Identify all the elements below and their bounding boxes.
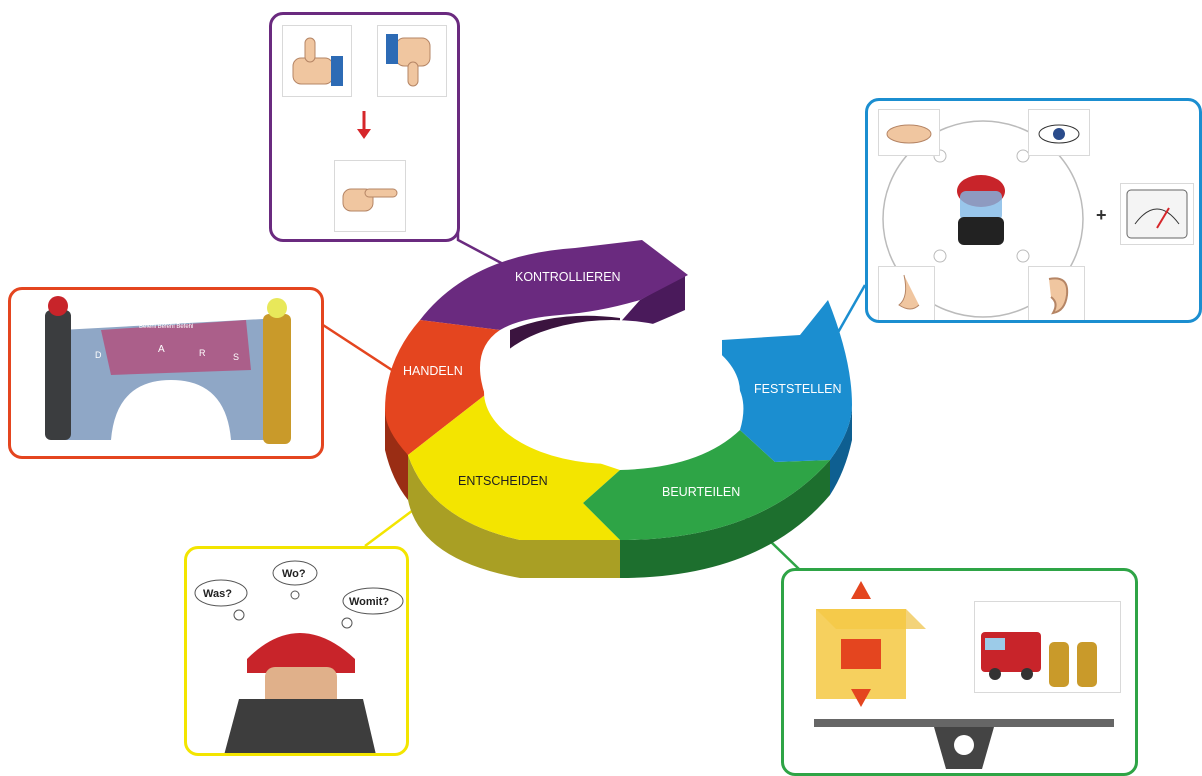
nose-tile [878,266,935,320]
plus-sign: + [1096,205,1107,225]
balance-scale-icon [814,719,1114,769]
bridge-caption: Befehl Befehl Befehl [139,324,193,330]
ring-side-entscheiden [408,455,620,578]
ear-tile [1028,266,1085,320]
senses-circle [882,120,1084,318]
panel-beurteilen [781,568,1138,776]
bubble-was [194,579,248,607]
thumbs-down-tile [377,25,447,97]
gauge-icon [1126,189,1188,239]
firefighter-head-icon [957,175,1005,245]
firefighters-bridge-icon: Befehl Befehl Befehl D A R S [45,296,291,444]
ring-hole [484,320,740,464]
question-wo: Wo? [282,568,306,580]
label-beurteilen: BEURTEILEN [662,485,740,499]
bubble-wo [272,560,318,586]
ring-side-handeln [385,410,408,500]
hand-touch-icon [886,124,932,144]
eye-icon [1038,124,1080,144]
panel-kontrollieren [269,12,460,242]
label-feststellen: FESTSTELLEN [754,382,842,396]
panel-entscheiden: Was? Wo? Womit? [184,546,409,756]
question-was: Was? [203,588,232,600]
label-handeln: HANDELN [403,364,463,378]
ring-top-entscheiden [408,395,620,540]
thumbs-up-tile [282,25,352,97]
bridge-letter-s: S [233,352,239,362]
connector-handeln [322,323,396,374]
thumbs-up-icon [292,37,343,86]
label-entscheiden: ENTSCHEIDEN [458,474,548,488]
ring-side-feststellen [830,405,852,495]
ring-top-beurteilen [583,430,830,540]
bubble-womit [342,587,404,615]
ring-side-beurteilen [620,460,830,578]
bridge-letter-r: R [199,348,206,358]
eye-tile [1028,109,1090,156]
pointing-hand-tile [334,160,406,232]
panel-feststellen: + [865,98,1202,323]
ear-icon [1048,277,1069,315]
nose-icon [898,274,920,310]
firefighter-thinking-icon: Was? Wo? Womit? [194,560,404,753]
bridge-letter-d: D [95,350,102,360]
label-kontrollieren: KONTROLLIEREN [515,270,621,284]
burning-building-icon [816,581,926,707]
thumbs-down-icon [386,34,431,87]
hand-tile [878,109,940,156]
ring-top-feststellen [722,300,852,462]
bridge-letter-a: A [158,344,165,355]
ring-top-kontrollieren [420,240,688,330]
pointing-hand-icon [342,188,398,212]
gauge-tile [1120,183,1194,245]
fire-truck-tile [974,601,1121,693]
arrow-down-icon [357,111,371,139]
senses-diagram [882,120,1084,318]
question-womit: Womit? [349,596,389,608]
fire-truck-crew-icon [981,632,1097,687]
panel-handeln: Befehl Befehl Befehl D A R S [8,287,324,459]
ring-top-handeln [385,320,500,455]
